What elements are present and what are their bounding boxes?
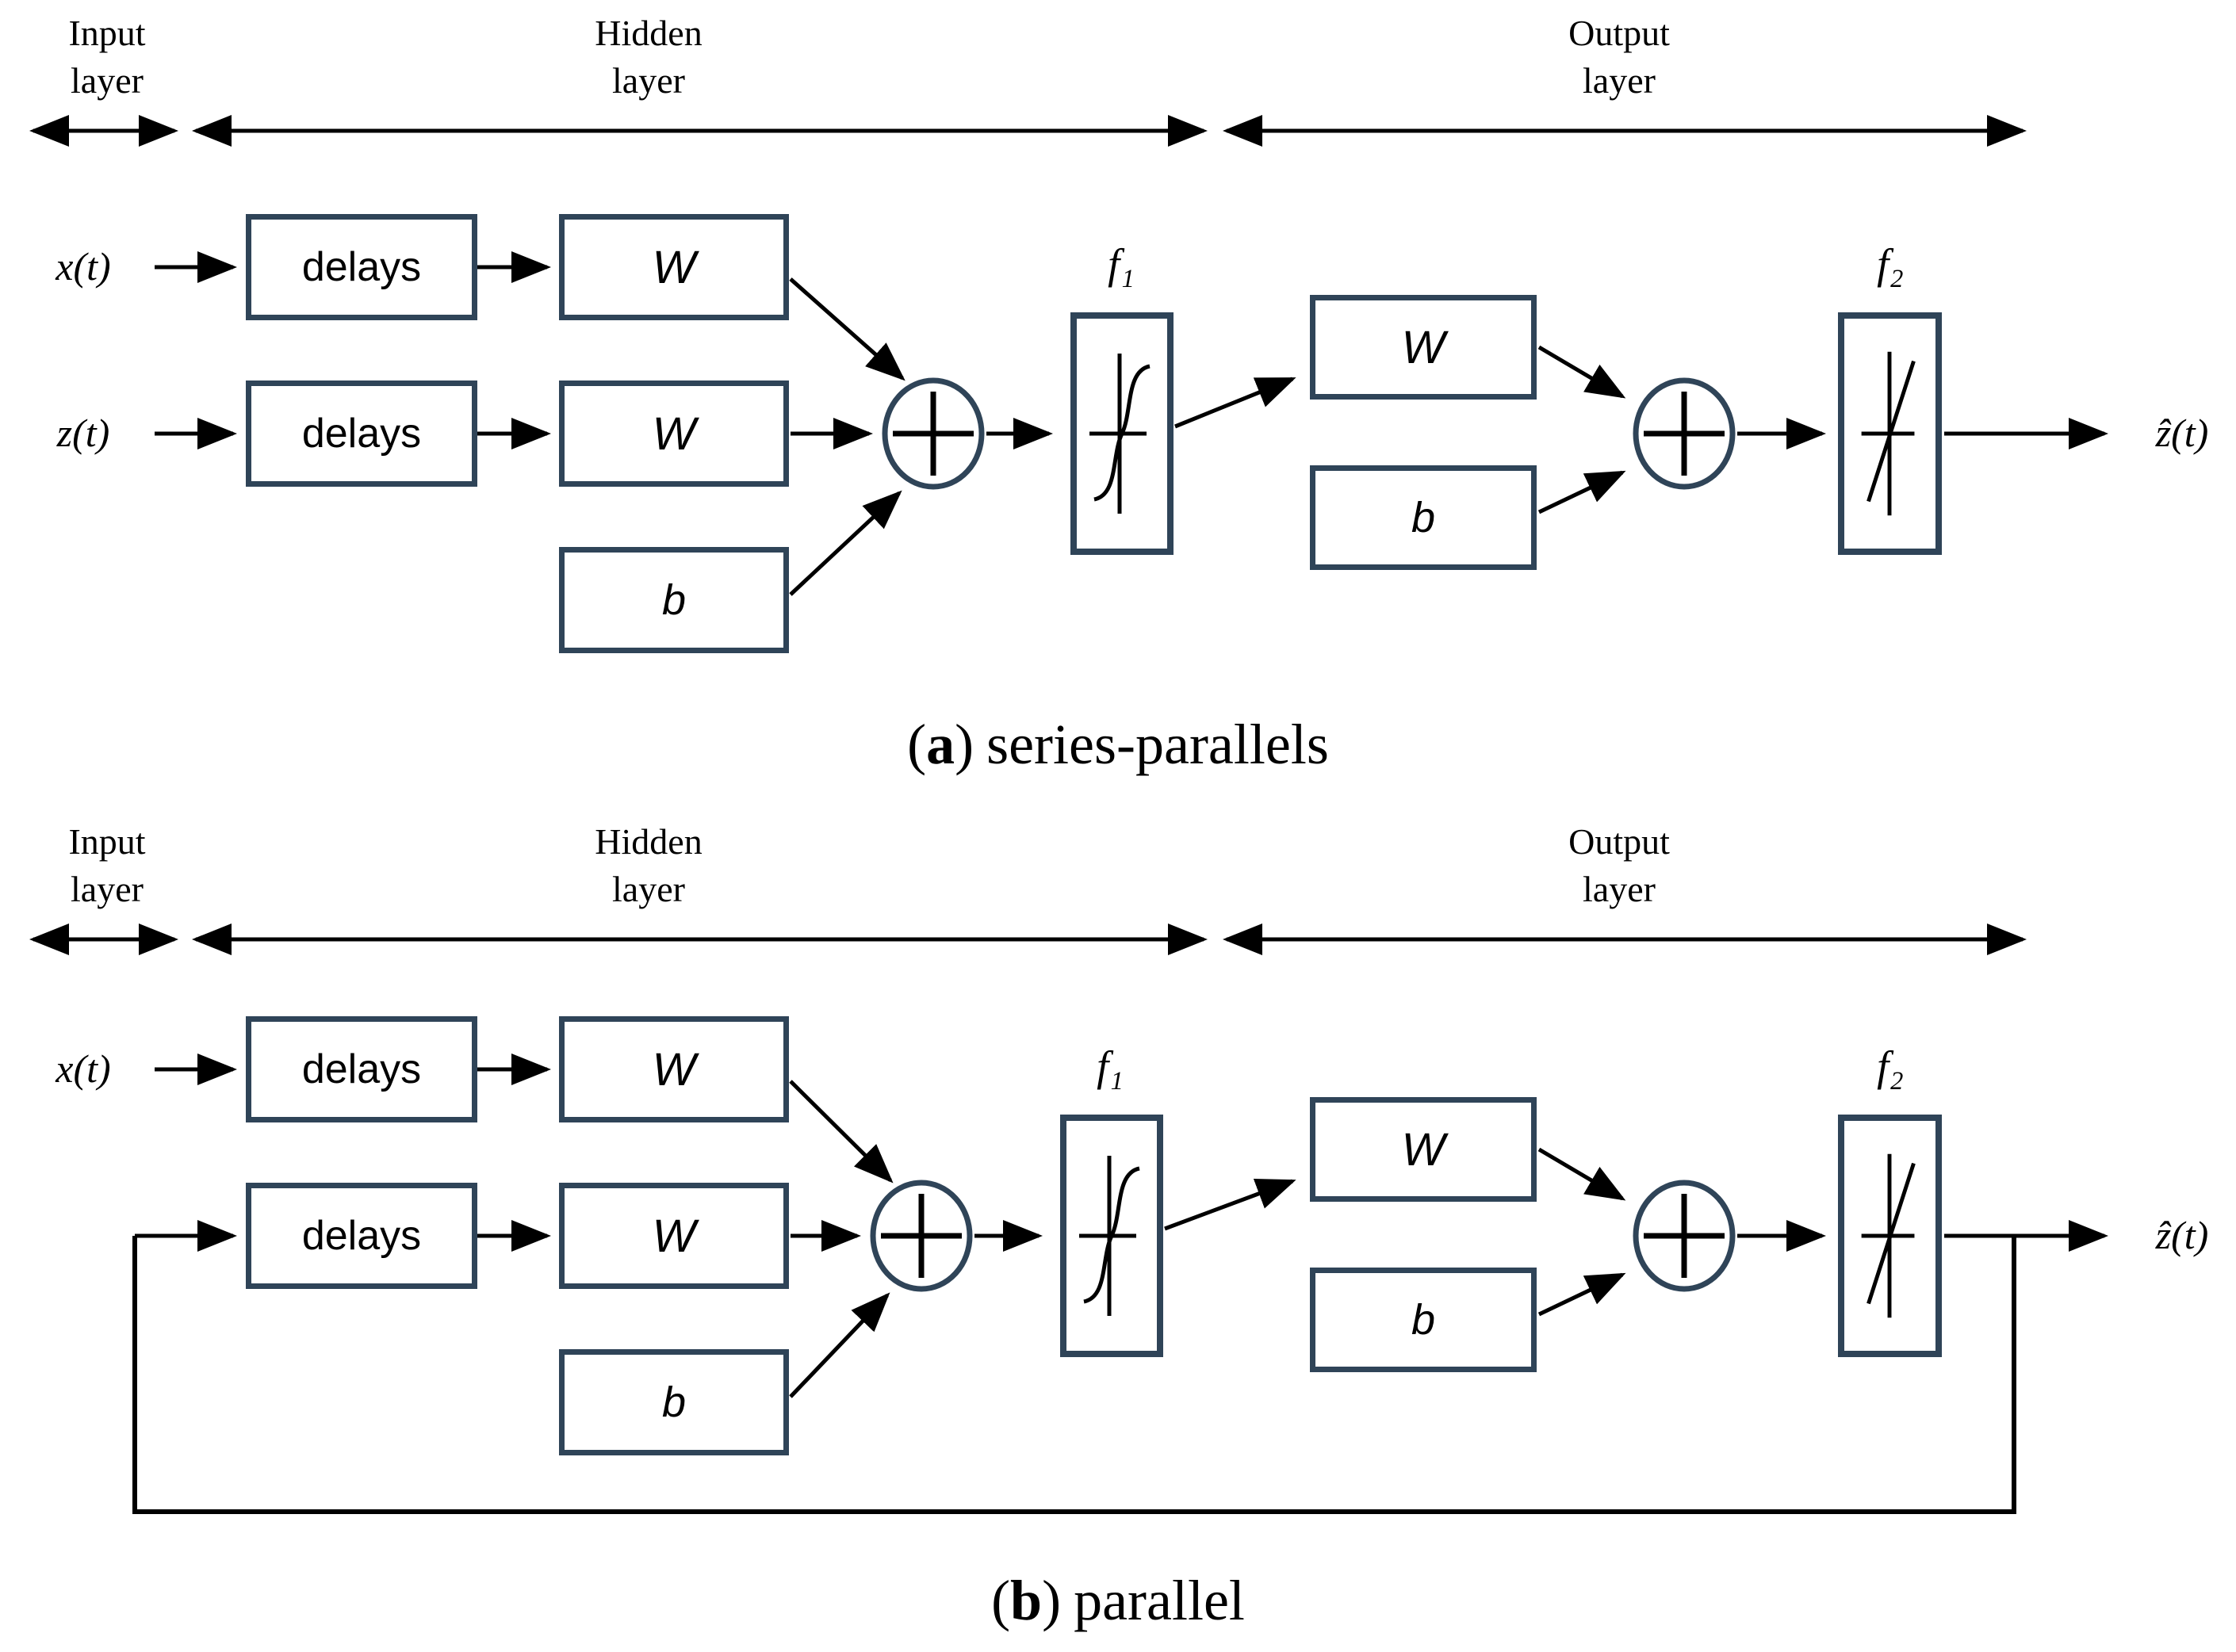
delays-box: delays (246, 1016, 477, 1122)
linear-curve-icon (1861, 351, 1916, 516)
diagram-a-wires (29, 115, 2108, 596)
weight-box: W (1310, 295, 1537, 400)
arrow-w3-to-sum2 (1537, 345, 1626, 399)
sigmoid-curve-icon (1089, 354, 1151, 514)
arrow-f1-to-w3 (1164, 1178, 1296, 1231)
f1-activation-box (1060, 1115, 1163, 1357)
sigmoid-curve-icon (1079, 1156, 1140, 1316)
caption-b: (b)parallel (0, 1568, 2236, 1634)
linear-curve-icon (1861, 1153, 1916, 1318)
weight-box-label: W (1401, 321, 1445, 373)
delays-box-label: delays (301, 1046, 422, 1092)
plus-icon (1644, 392, 1725, 476)
plus-icon (1644, 1194, 1725, 1278)
caption-paren: ( (991, 1569, 1011, 1632)
arrow-b2-to-sum2 (1537, 1272, 1626, 1317)
output-sum-node (1633, 1180, 1736, 1292)
caption-text: series-parallels (986, 713, 1329, 776)
feedback-loop-line (132, 1236, 2016, 1514)
delays-box: delays (246, 380, 477, 487)
plus-icon (893, 392, 974, 476)
hidden-sum-node (870, 1180, 973, 1292)
weight-box-label: W (652, 1043, 696, 1096)
input-x-label: x(t) (56, 244, 111, 289)
output-layer-label: Output layer (1568, 13, 1670, 101)
bias-box: b (1310, 1268, 1537, 1372)
input-x-label: x(t) (56, 1046, 111, 1091)
f2-activation-label: f₂ (1877, 240, 1904, 288)
arrow-f1-to-w3 (1174, 377, 1296, 429)
delays-box-label: delays (301, 1213, 422, 1259)
input-layer-label: Input layer (68, 13, 146, 101)
weight-box: W (559, 214, 789, 320)
delays-box-label: delays (301, 411, 422, 457)
weight-box: W (559, 380, 789, 487)
input-z-label: z(t) (56, 411, 110, 455)
f2-activation-label: f₂ (1877, 1042, 1904, 1090)
bias-box: b (1310, 465, 1537, 570)
bias-box-label: b (1411, 494, 1436, 541)
diagram-b-wires (29, 924, 2108, 1514)
arrow-w3-to-sum2 (1537, 1147, 1626, 1201)
caption-letter: a (926, 713, 955, 776)
weight-box-label: W (652, 1210, 696, 1262)
bias-box: b (559, 1349, 789, 1455)
delays-box: delays (246, 1183, 477, 1289)
output-layer-label: Output layer (1568, 821, 1670, 909)
arrow-b1-to-sum (789, 490, 902, 596)
weight-box-label: W (652, 407, 696, 460)
hidden-layer-label: Hidden layer (595, 821, 703, 909)
caption-paren: ) (955, 713, 974, 776)
weight-box-label: W (652, 241, 696, 293)
weight-box-label: W (1401, 1123, 1445, 1176)
f1-activation-label: f₁ (1097, 1042, 1124, 1090)
bias-box-label: b (661, 1379, 687, 1426)
output-zhat-label: ẑ(t) (2155, 1213, 2209, 1257)
caption-paren: ( (907, 713, 927, 776)
output-sum-node (1633, 377, 1736, 490)
f1-activation-label: f₁ (1108, 240, 1135, 288)
weight-box: W (1310, 1097, 1537, 1202)
f1-activation-box (1070, 312, 1174, 555)
caption-a: (a)series-parallels (0, 712, 2236, 778)
bias-box-label: b (1411, 1296, 1436, 1344)
input-layer-label: Input layer (68, 821, 146, 909)
delays-box: delays (246, 214, 477, 320)
arrow-b2-to-sum2 (1537, 470, 1626, 514)
arrow-w1-to-sum (789, 1080, 894, 1184)
weight-box: W (559, 1183, 789, 1289)
bias-box-label: b (661, 576, 687, 624)
caption-paren: ) (1042, 1569, 1062, 1632)
hidden-sum-node (882, 377, 985, 490)
caption-text: parallel (1074, 1569, 1245, 1632)
delays-box-label: delays (301, 244, 422, 290)
arrow-w1-to-sum (789, 277, 906, 381)
output-zhat-label: ẑ(t) (2155, 411, 2209, 455)
plus-icon (881, 1194, 962, 1278)
hidden-layer-label: Hidden layer (595, 13, 703, 101)
bias-box: b (559, 547, 789, 653)
f2-activation-box (1838, 1115, 1942, 1357)
arrow-b1-to-sum (789, 1292, 890, 1398)
caption-letter: b (1010, 1569, 1043, 1632)
f2-activation-box (1838, 312, 1942, 555)
weight-box: W (559, 1016, 789, 1122)
